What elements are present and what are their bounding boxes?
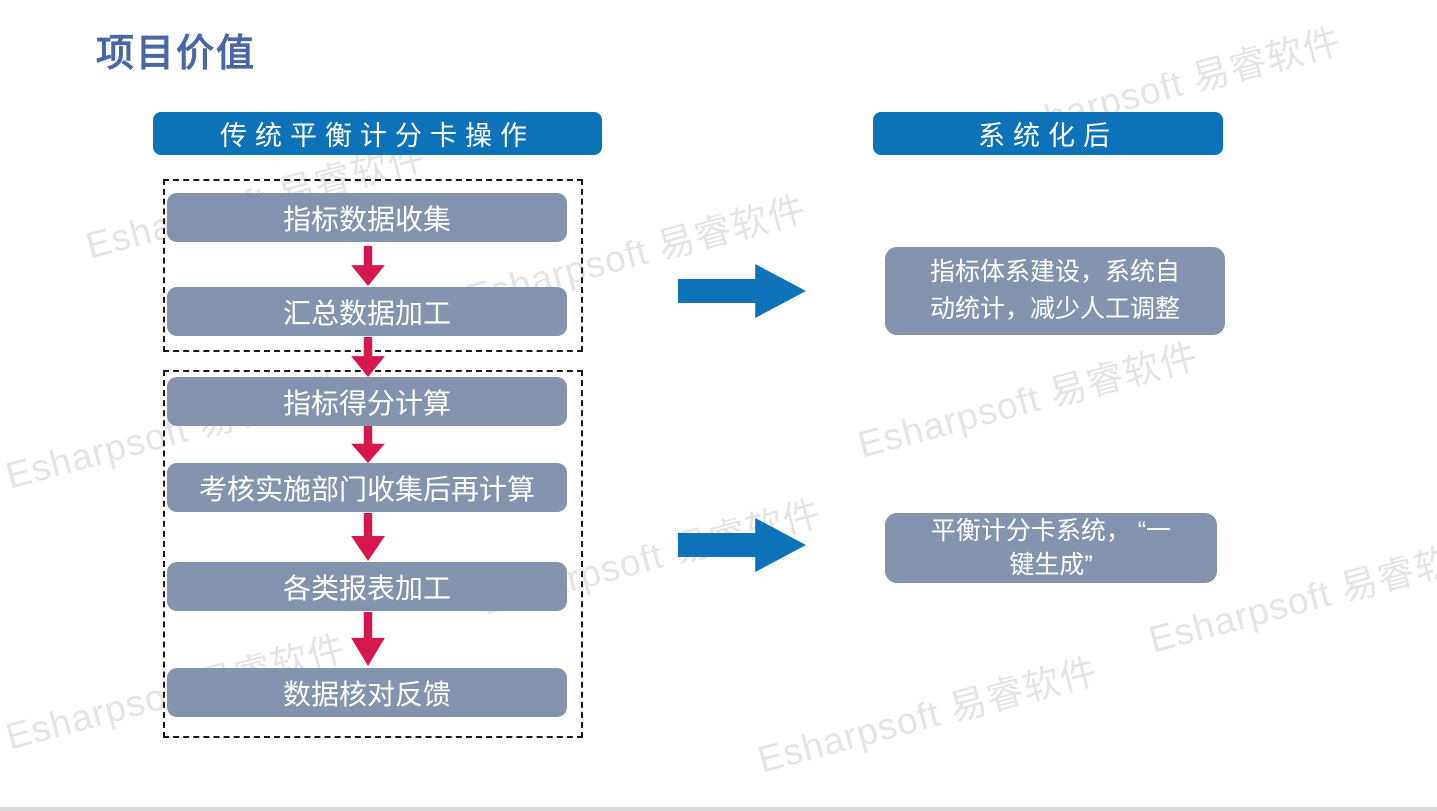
- step-box-score-calculation: 指标得分计算: [167, 377, 567, 426]
- header-traditional-scorecard: 传统平衡计分卡操作: [153, 112, 602, 155]
- step-box-report-processing: 各类报表加工: [167, 562, 567, 611]
- down-arrow-icon: [349, 246, 387, 286]
- down-arrow-icon: [349, 337, 387, 377]
- result-line: 键生成”: [1009, 551, 1093, 579]
- result-line: 指标体系建设，系统自: [929, 258, 1180, 286]
- right-arrow-icon: [678, 518, 806, 572]
- dashed-group-calculation: [163, 370, 583, 738]
- result-box-one-click-generation: 平衡计分卡系统， “一 键生成”: [885, 513, 1217, 583]
- step-box-data-check-feedback: 数据核对反馈: [167, 668, 567, 717]
- page-title: 项目价值: [96, 33, 257, 75]
- dashed-group-data-collection: [163, 179, 583, 352]
- result-line: 动统计，减少人工调整: [929, 295, 1180, 323]
- header-after-systemization: 系统化后: [873, 112, 1223, 155]
- step-box-indicator-data-collection: 指标数据收集: [167, 193, 567, 242]
- result-box-indicator-system: 指标体系建设，系统自 动统计，减少人工调整: [885, 247, 1225, 335]
- step-box-department-recalculation: 考核实施部门收集后再计算: [167, 463, 567, 512]
- step-box-summary-data-processing: 汇总数据加工: [167, 287, 567, 336]
- down-arrow-icon: [349, 426, 387, 463]
- watermark-text: Esharpsoft 易睿软件: [753, 650, 1103, 781]
- down-arrow-icon: [349, 513, 387, 561]
- down-arrow-icon: [349, 612, 387, 666]
- slide-bottom-edge: [0, 807, 1437, 811]
- result-line: 平衡计分卡系统， “一: [930, 517, 1172, 545]
- right-arrow-icon: [678, 264, 806, 318]
- watermark-text: Esharpsoft 易睿软件: [853, 335, 1203, 466]
